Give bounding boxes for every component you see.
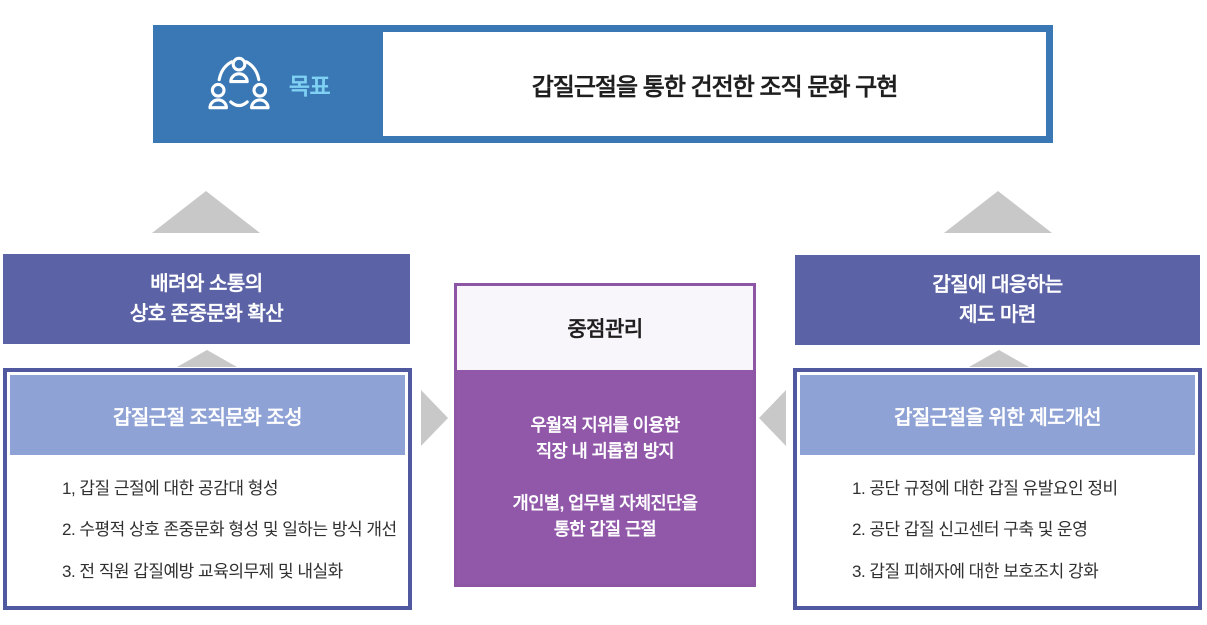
list-item: 2. 수평적 상호 존중문화 형성 및 일하는 방식 개선	[62, 520, 397, 540]
arrow-right-icon	[421, 390, 448, 446]
goal-title: 갑질근절을 통한 건전한 조직 문화 구현	[531, 73, 899, 101]
triangle-up-right-icon	[944, 191, 1052, 233]
right-detail-list: 1. 공단 규정에 대한 갑질 유발요인 정비 2. 공단 갑질 신고센터 구축…	[800, 455, 1195, 582]
arrow-left-icon	[759, 390, 786, 446]
triangle-up-left-icon	[152, 191, 260, 233]
goal-title-box: 갑질근절을 통한 건전한 조직 문화 구현	[383, 32, 1046, 136]
list-item: 3. 전 직원 갑질예방 교육의무제 및 내실화	[62, 561, 343, 581]
right-track-header: 갑질에 대응하는 제도 마련	[795, 255, 1200, 345]
list-item: 1. 공단 규정에 대한 갑질 유발요인 정비	[852, 479, 1118, 498]
center-paragraph: 우월적 지위를 이용한 직장 내 괴롭힘 방지	[530, 415, 680, 462]
center-box-header: 중점관리	[457, 286, 753, 370]
right-detail-box-title: 갑질근절을 위한 제도개선	[800, 375, 1195, 455]
left-detail-box-title: 갑질근절 조직문화 조성	[10, 375, 405, 455]
list-item: 3. 갑질 피해자에 대한 보호조치 강화	[852, 561, 1099, 581]
left-detail-box: 갑질근절 조직문화 조성 1, 갑질 근절에 대한 공감대 형성 2. 수평적 …	[3, 368, 412, 610]
goal-label: 목표	[288, 73, 331, 99]
goal-label-section: 목표	[153, 25, 383, 143]
list-item: 1, 갑질 근절에 대한 공감대 형성	[62, 479, 278, 498]
right-detail-box: 갑질근절을 위한 제도개선 1. 공단 규정에 대한 갑질 유발요인 정비 2.…	[793, 368, 1202, 610]
center-box-body: 우월적 지위를 이용한 직장 내 괴롭힘 방지 개인별, 업무별 자체진단을 통…	[457, 370, 753, 584]
goal-bar: 목표 갑질근절을 통한 건전한 조직 문화 구현	[153, 25, 1053, 143]
people-network-icon	[206, 54, 272, 114]
left-detail-list: 1, 갑질 근절에 대한 공감대 형성 2. 수평적 상호 존중문화 형성 및 …	[10, 455, 405, 582]
center-paragraph: 개인별, 업무별 자체진단을 통한 갑질 근절	[512, 492, 698, 539]
center-box-title: 중점관리	[567, 318, 643, 341]
small-triangle-up-left-icon	[177, 350, 237, 367]
small-triangle-up-right-icon	[969, 350, 1029, 367]
list-item: 2. 공단 갑질 신고센터 구축 및 운영	[852, 520, 1088, 540]
left-track-header: 배려와 소통의 상호 존중문화 확산	[3, 254, 410, 344]
center-box: 중점관리 우월적 지위를 이용한 직장 내 괴롭힘 방지 개인별, 업무별 자체…	[454, 283, 756, 587]
